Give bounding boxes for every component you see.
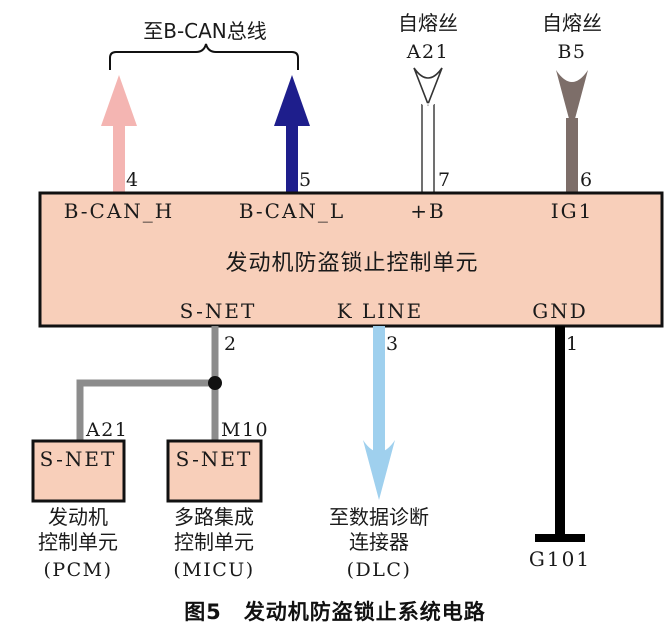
pin-3-number: 3 — [386, 333, 400, 355]
micu-name-line2: 控制单元 — [174, 530, 254, 554]
fuse-a21-title: 自熔丝 — [398, 11, 458, 35]
b-can-h-wire — [101, 75, 137, 194]
gnd-wire — [535, 326, 585, 542]
dlc-name-line1: 至数据诊断 — [329, 505, 429, 529]
micu-abbr: (MICU) — [173, 559, 254, 581]
pin-gnd-label: GND — [532, 299, 588, 323]
pin-s-net-label: S-NET — [180, 299, 257, 323]
micu-name-line1: 多路集成 — [174, 505, 254, 529]
s-net-junction — [208, 376, 222, 390]
plus-b-wire — [413, 67, 443, 194]
micu-pin-label: M10 — [221, 419, 269, 441]
ground-label: G101 — [529, 547, 591, 571]
fuse-a21-name: A21 — [406, 41, 449, 63]
main-unit-title: 发动机防盗锁止控制单元 — [225, 251, 478, 276]
micu-connector — [166, 439, 263, 503]
fuse-b5-title: 自熔丝 — [542, 11, 602, 35]
pcm-abbr: (PCM) — [43, 559, 112, 581]
micu-s-net-label: S-NET — [176, 447, 253, 471]
fuse-b5-name: B5 — [557, 41, 586, 63]
main-control-unit — [38, 191, 664, 328]
pin-ig1-label: IG1 — [551, 199, 594, 223]
dlc-abbr: (DLC) — [347, 559, 412, 581]
ig1-wire — [556, 70, 588, 194]
pin-b-can-l-label: B-CAN_L — [239, 199, 345, 223]
pin-6-number: 6 — [580, 169, 594, 191]
pin-b-can-h-label: B-CAN_H — [64, 199, 175, 223]
pcm-name-line1: 发动机 — [48, 505, 108, 529]
pin-5-number: 5 — [299, 169, 313, 191]
pcm-connector — [31, 439, 126, 503]
pcm-s-net-label: S-NET — [40, 447, 117, 471]
figure-number: 图5 — [184, 600, 222, 624]
b-can-bus-label: 至B-CAN总线 — [143, 19, 267, 43]
k-line-wire — [363, 326, 395, 500]
dlc-name-line2: 连接器 — [349, 530, 409, 554]
pin-1-number: 1 — [566, 333, 580, 355]
pin-7-number: 7 — [438, 169, 452, 191]
pcm-pin-label: A21 — [85, 419, 128, 441]
circuit-diagram: 至B-CAN总线 自熔丝 A21 自熔丝 B5 4 5 7 6 B-CAN_H … — [31, 11, 664, 581]
b-can-bus-bracket — [109, 43, 299, 70]
figure-title: 发动机防盗锁止系统电路 — [243, 600, 486, 624]
pin-4-number: 4 — [126, 169, 140, 191]
figure-caption: 图5 发动机防盗锁止系统电路 — [0, 596, 670, 626]
pin-k-line-label: K LINE — [337, 299, 424, 323]
b-can-l-wire — [274, 75, 310, 194]
pin-plus-b-label: +B — [410, 199, 445, 223]
pin-2-number: 2 — [224, 333, 238, 355]
pcm-name-line2: 控制单元 — [38, 530, 118, 554]
